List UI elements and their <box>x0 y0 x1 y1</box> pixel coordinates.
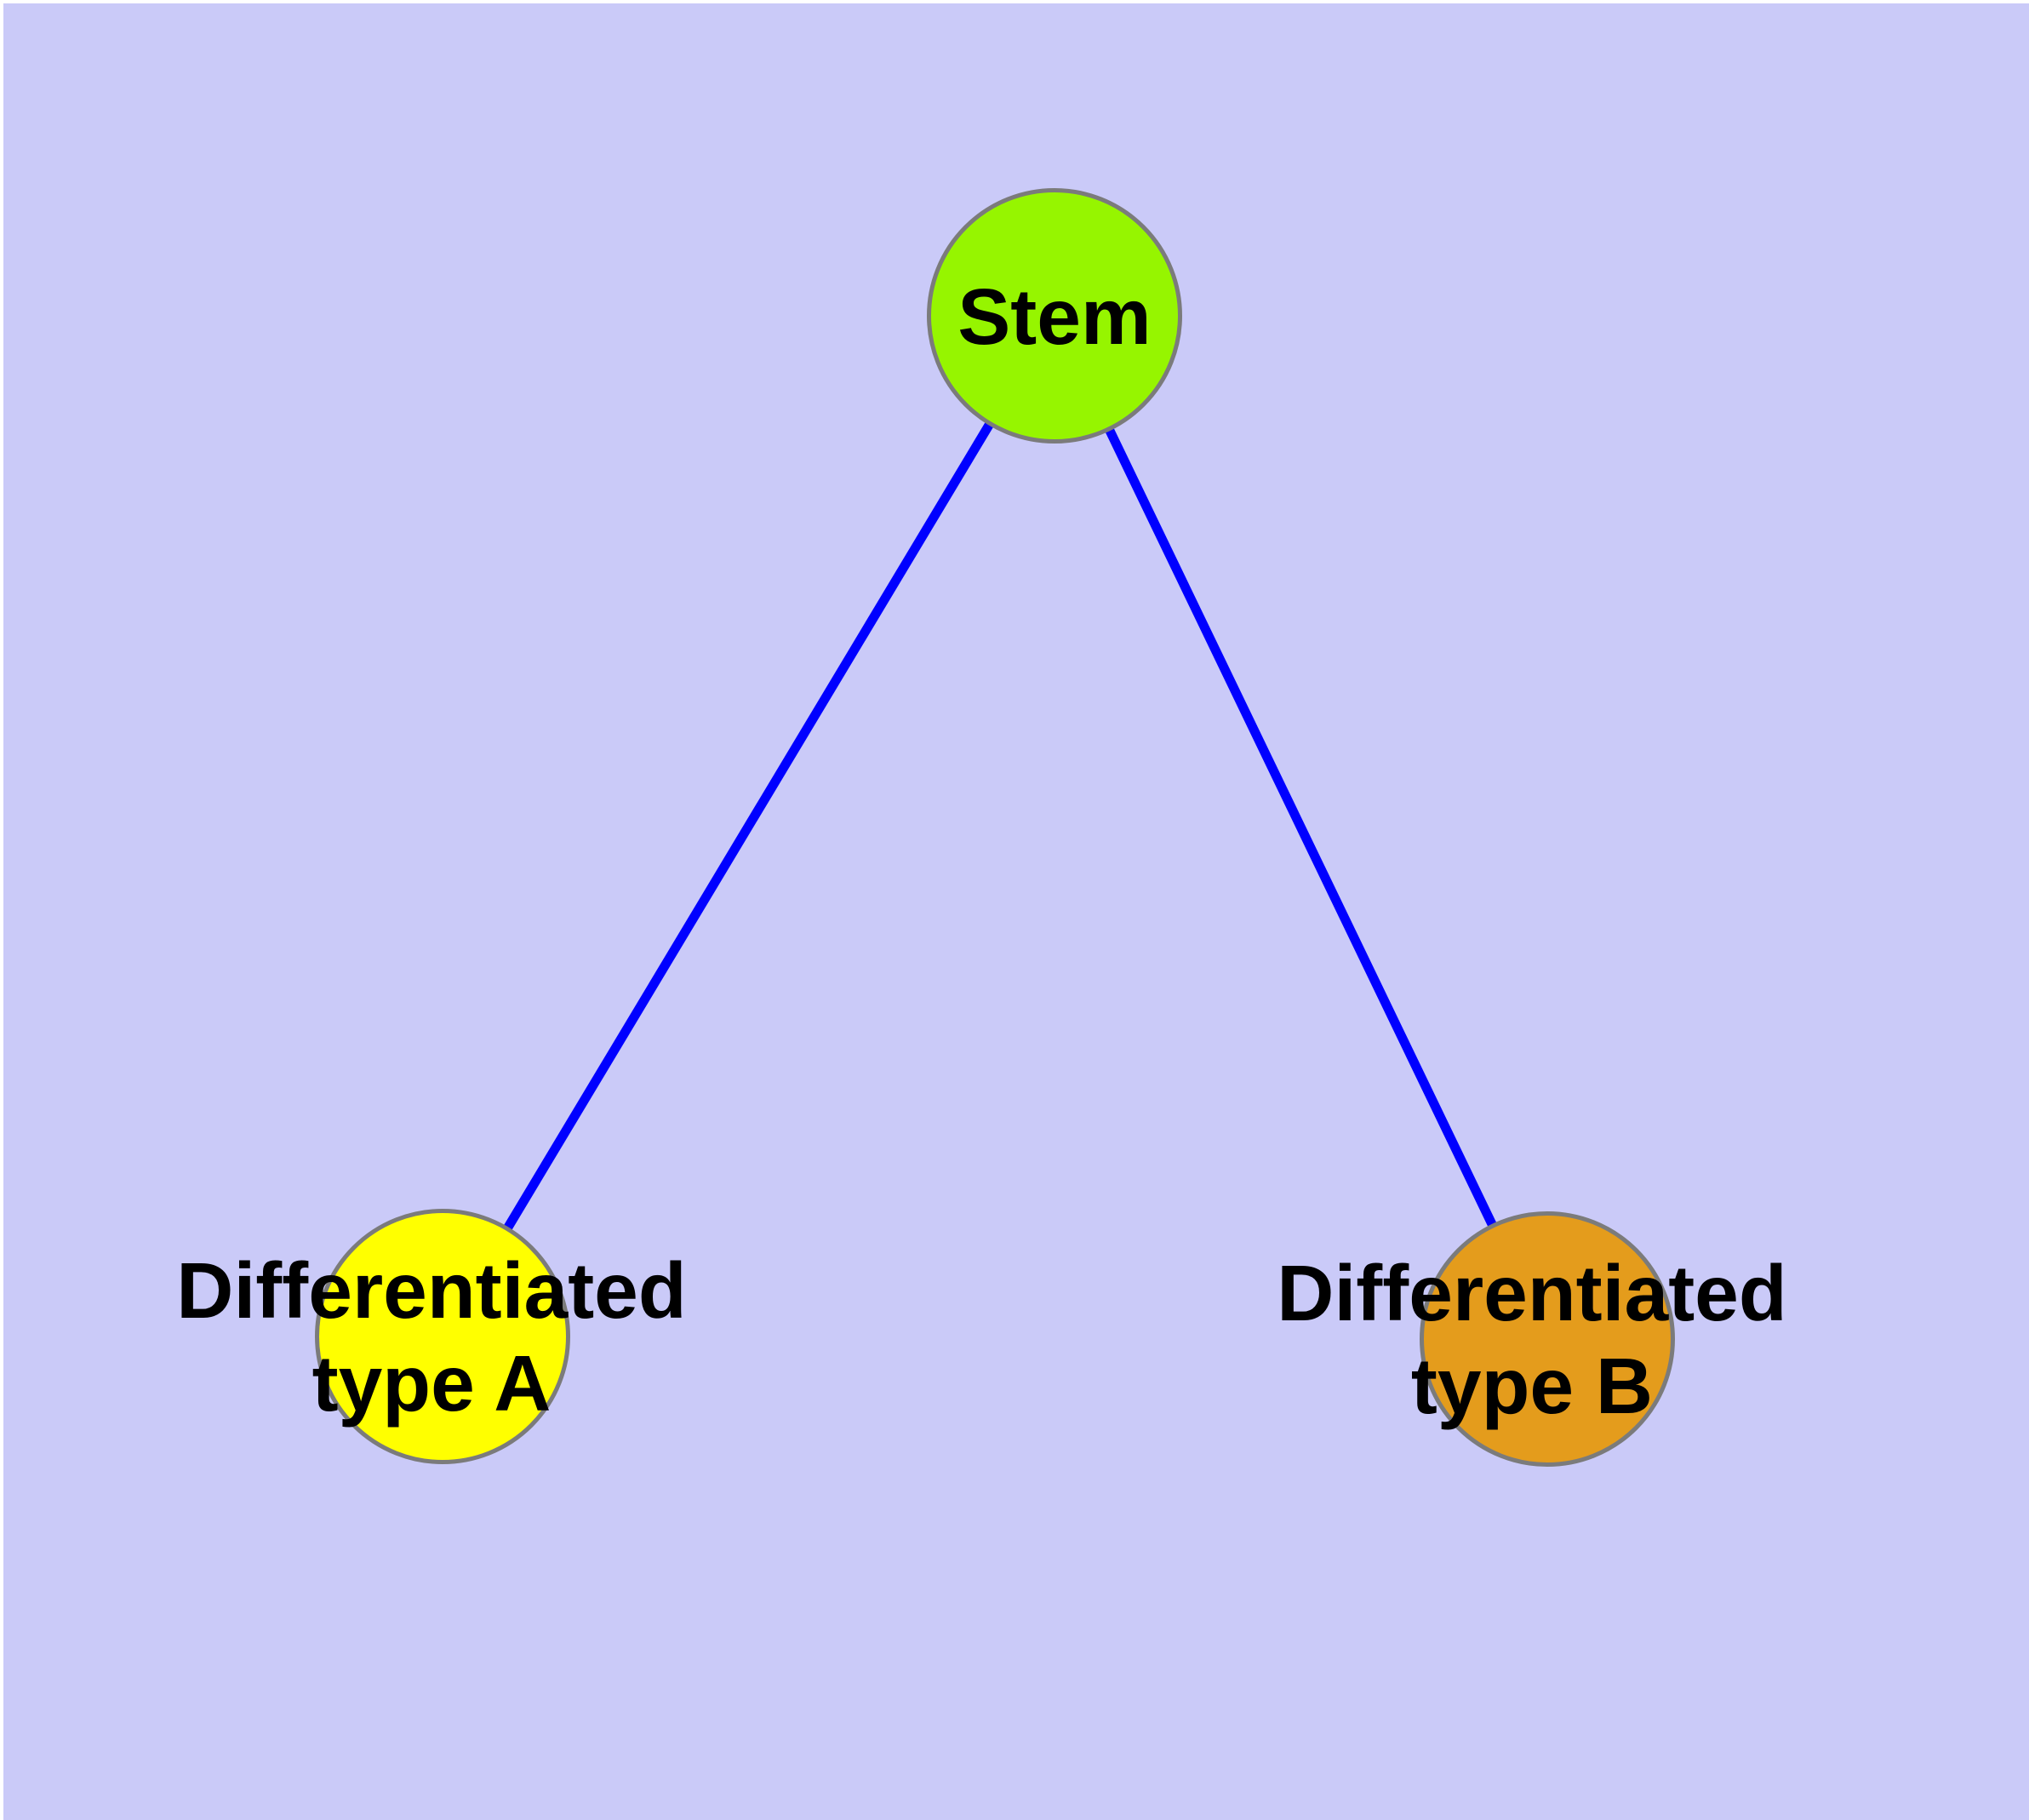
node-differentiated-type-a: Differentiated type A <box>176 1209 687 1464</box>
edge-stem-to-type-a <box>438 313 1059 1339</box>
node-type-b-label-line-1: Differentiated <box>1277 1249 1786 1337</box>
edge-stem-to-type-b <box>1050 313 1552 1342</box>
node-differentiated-type-b: Differentiated type B <box>1277 1211 1787 1467</box>
node-type-a-label-line-2: type A <box>312 1339 552 1428</box>
node-type-b-label-line-2: type B <box>1411 1342 1653 1430</box>
node-type-a-circle <box>315 1209 570 1464</box>
node-type-a-label-line-1: Differentiated <box>176 1246 686 1335</box>
node-stem-circle <box>927 188 1182 444</box>
node-stem: Stem <box>927 188 1182 444</box>
node-stem-label: Stem <box>957 272 1151 361</box>
node-type-b-circle <box>1420 1211 1675 1467</box>
